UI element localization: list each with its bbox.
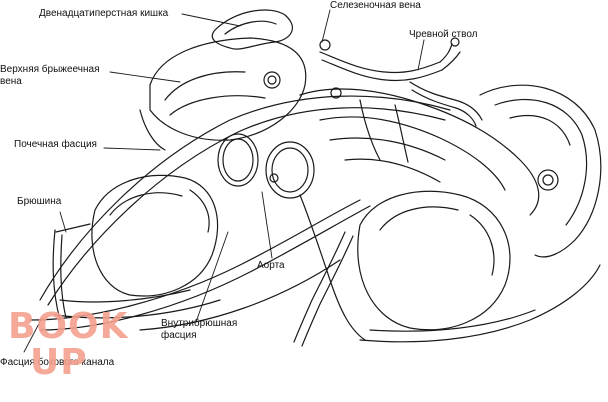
leader-lines xyxy=(23,9,425,353)
label-sup-mesenteric-vein: Верхняя брыжеечная вена xyxy=(0,64,100,87)
fascia-layers xyxy=(29,95,601,343)
label-lateral-canal-fascia: Фасция бокового канала xyxy=(0,357,115,368)
vessels-shape xyxy=(319,37,483,127)
aorta-ivc-shape xyxy=(217,133,315,199)
label-duodenum: Двенадцатиперстная кишка xyxy=(39,8,169,19)
label-intraabdominal-fascia: Внутрибрюшная фасция xyxy=(161,318,238,341)
watermark-book: BOOK xyxy=(8,306,129,347)
ureter-shape xyxy=(293,231,354,347)
left-kidney-shape xyxy=(357,190,511,331)
label-aorta: Аорта xyxy=(257,260,285,271)
label-renal-fascia: Почечная фасция xyxy=(14,139,97,150)
watermark-up: UP xyxy=(30,342,88,383)
pancreas-shape xyxy=(299,88,540,216)
duodenum-shape xyxy=(139,9,307,151)
label-splenic-vein: Селезеночная вена xyxy=(330,0,421,11)
label-celiac-trunk: Чревной ствол xyxy=(409,29,478,40)
label-peritoneum: Брюшина xyxy=(17,196,62,207)
right-kidney-shape xyxy=(91,174,219,297)
spleen-shape xyxy=(479,84,602,258)
